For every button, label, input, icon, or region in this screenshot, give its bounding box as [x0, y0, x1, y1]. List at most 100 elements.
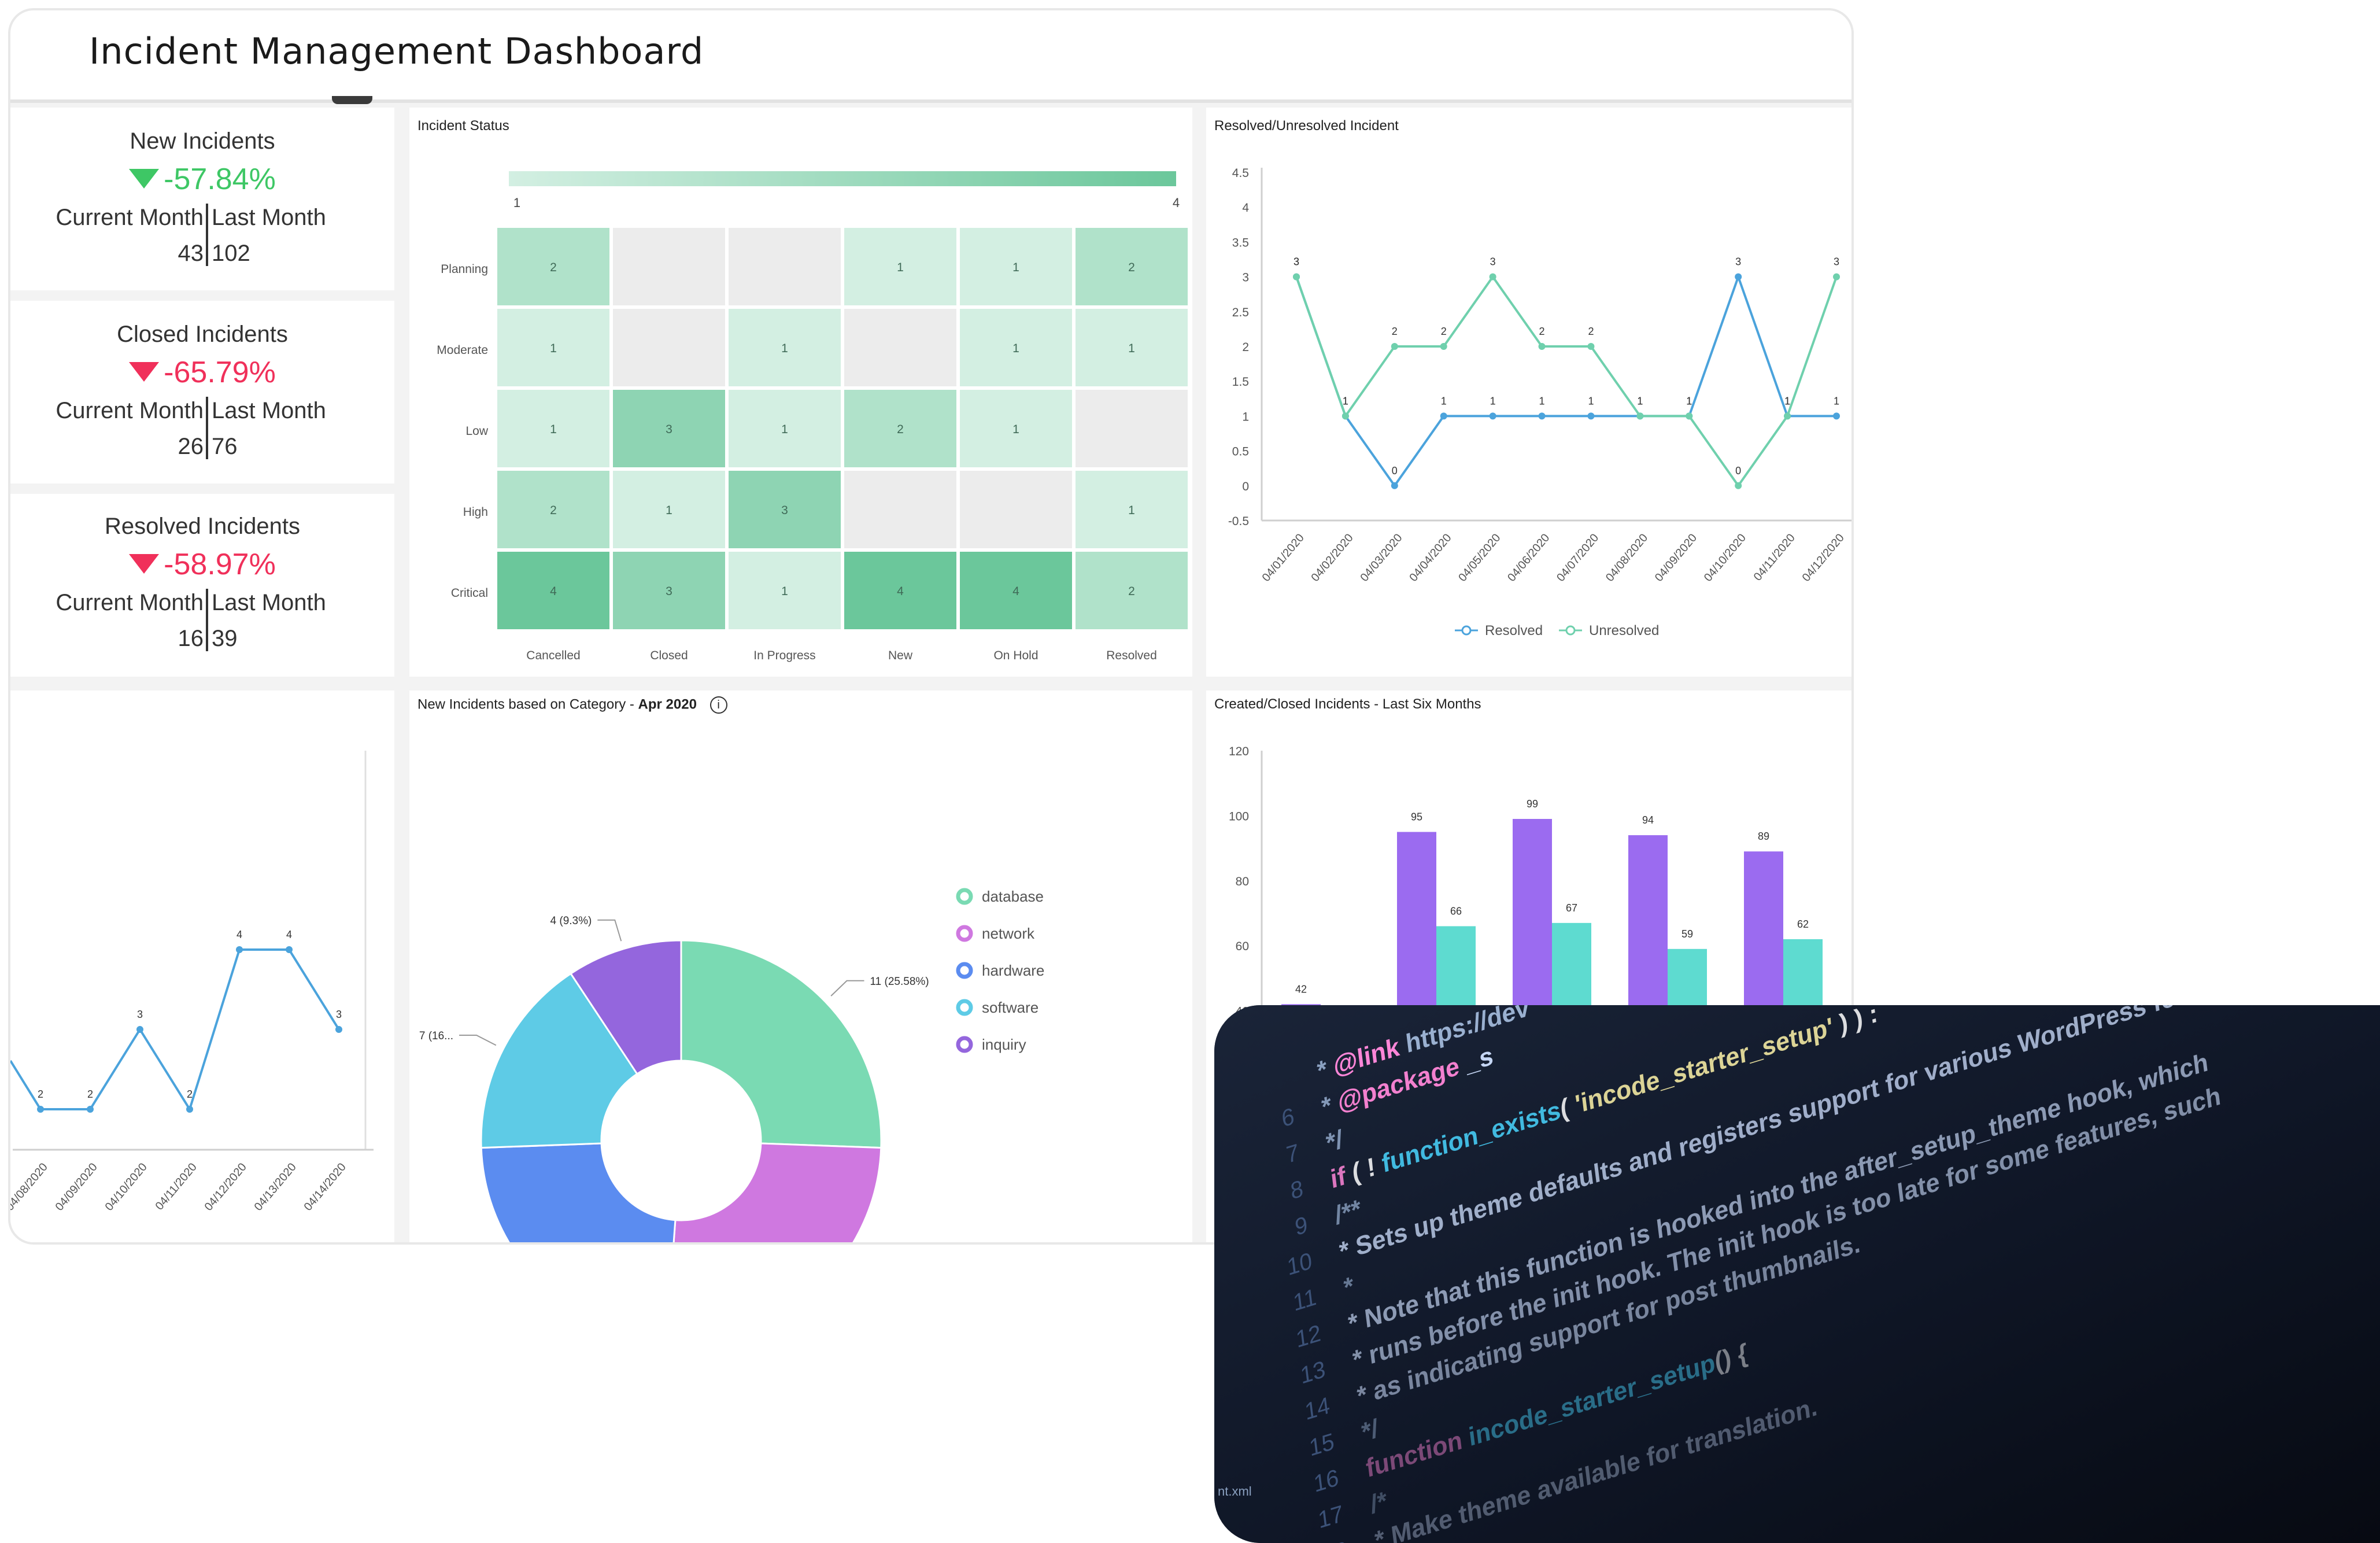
- data-point: [1587, 343, 1595, 350]
- y-tick-label: 3: [1242, 271, 1249, 285]
- title-bar: Incident Management Dashboard: [10, 10, 1851, 104]
- category-card: New Incidents based on Category - Apr 20…: [409, 691, 1192, 1242]
- current-month-value: 43: [178, 241, 204, 266]
- trend-down-icon: [129, 362, 160, 382]
- code-token: *: [1320, 1088, 1340, 1122]
- heatmap-row-label: Planning: [441, 263, 488, 276]
- code-line: /*: [1369, 1486, 1389, 1520]
- heatmap-column-label: Cancelled: [526, 649, 580, 662]
- heatmap-cell-value: 1: [1012, 423, 1019, 436]
- card-title: Incident Status: [417, 118, 509, 134]
- heatmap-cell: [497, 309, 609, 386]
- data-point: [1833, 412, 1840, 420]
- current-month-label: Current Month: [56, 398, 204, 423]
- kpi-card-new: New Incidents -57.84% Current Month Last…: [10, 108, 394, 290]
- x-tick-label: 04/03/2020: [1358, 531, 1405, 584]
- kpi-title: New Incidents: [130, 128, 275, 154]
- x-tick-label: 04/12/2020: [1800, 531, 1847, 584]
- x-tick-label: 04/05/2020: [1456, 531, 1503, 584]
- code-token: *: [1342, 1271, 1355, 1302]
- data-label: 2: [1441, 326, 1447, 337]
- heatmap-column-label: New: [888, 649, 913, 662]
- heatmap-column-label: Resolved: [1106, 649, 1157, 662]
- title-notch: [332, 96, 372, 104]
- data-label: 4: [286, 929, 292, 940]
- heatmap-cell-value: 1: [550, 423, 557, 436]
- code-line: *: [1342, 1271, 1355, 1302]
- heatmap-cell: [613, 552, 725, 629]
- code-token: /*: [1369, 1486, 1389, 1520]
- donut-slice-inquiry: [570, 939, 682, 1075]
- data-label: 2: [1539, 326, 1545, 337]
- y-tick-label: 4: [1242, 201, 1249, 215]
- heatmap-cell: [497, 471, 609, 548]
- data-point: [1293, 273, 1300, 280]
- last-month-value: 102: [212, 241, 250, 266]
- heatmap-row-label: Moderate: [437, 344, 488, 357]
- heatmap-cell-value: 1: [1128, 504, 1135, 517]
- heatmap-cell-value: 3: [781, 504, 788, 517]
- y-tick-label: 1: [1242, 410, 1249, 423]
- data-point: [186, 1106, 193, 1113]
- y-tick-label: 120: [1229, 745, 1249, 758]
- x-tick-label: 04/02/2020: [1309, 531, 1356, 584]
- heatmap-cell-value: 4: [1012, 585, 1019, 598]
- heatmap-cell: [613, 471, 725, 548]
- code-screen: 678910111213141516171819* @link https://…: [1214, 1005, 2380, 1543]
- x-tick-label: 04/08/2020: [10, 1161, 50, 1213]
- x-tick-label: 04/09/2020: [53, 1161, 100, 1213]
- heatmap-cell-value: 2: [1128, 585, 1135, 598]
- series-line-unresolved: [1295, 275, 1838, 488]
- code-token: (: [1559, 1091, 1577, 1124]
- x-tick-label: 04/10/2020: [103, 1161, 150, 1213]
- heatmap-cell: [613, 309, 725, 386]
- legend-label: database: [982, 888, 1044, 905]
- kpi-change-value: -65.79%: [164, 356, 276, 389]
- donut-slice-database: [680, 939, 882, 1149]
- legend-marker: [1565, 625, 1576, 636]
- y-tick-label: 2: [1242, 341, 1249, 354]
- heatmap-row-label: Low: [465, 424, 488, 438]
- heatmap-cell: [960, 228, 1072, 305]
- data-point: [286, 946, 293, 953]
- trend-down-icon: [129, 169, 160, 189]
- kpi-change: -57.84%: [10, 162, 394, 197]
- data-label: 1: [1441, 395, 1447, 407]
- info-icon[interactable]: i: [709, 696, 727, 714]
- y-tick-label: 1.5: [1232, 375, 1249, 389]
- heatmap-cell-value: 1: [666, 504, 672, 517]
- heatmap-row-label: Critical: [451, 586, 488, 600]
- data-label: 2: [87, 1088, 93, 1100]
- bar-value-label: 59: [1681, 928, 1693, 940]
- bar-value-label: 66: [1450, 905, 1462, 917]
- x-tick-label: 04/14/2020: [302, 1161, 349, 1213]
- heatmap-cell-value: 1: [1128, 342, 1135, 355]
- x-tick-label: 04/09/2020: [1653, 531, 1699, 584]
- x-tick-label: 04/06/2020: [1505, 531, 1552, 584]
- data-point: [1489, 412, 1496, 420]
- data-point: [1735, 482, 1742, 489]
- last-month-value: 76: [212, 434, 238, 459]
- donut-slice-network: [672, 1142, 882, 1242]
- heatmap-cell: [613, 228, 725, 305]
- data-label: 1: [1637, 395, 1643, 407]
- data-point: [87, 1106, 94, 1113]
- bar-value-label: 95: [1411, 811, 1422, 823]
- heatmap-cell-value: 2: [897, 423, 904, 436]
- data-point: [335, 1026, 342, 1033]
- slice-leader-line: [597, 919, 622, 942]
- code-token: if: [1329, 1161, 1347, 1194]
- legend-marker: [1461, 625, 1472, 636]
- heatmap-cell-value: 1: [781, 423, 788, 436]
- data-label: 3: [1834, 256, 1839, 268]
- last-month-label: Last Month: [212, 398, 326, 423]
- data-point: [1538, 343, 1546, 350]
- heatmap-cell: [844, 228, 956, 305]
- card-title: Resolved/Unresolved Incident: [1214, 118, 1399, 134]
- legend-marker: [956, 999, 973, 1016]
- heatmap-cell-value: 1: [897, 261, 904, 274]
- x-tick-label: 04/11/2020: [1751, 531, 1798, 584]
